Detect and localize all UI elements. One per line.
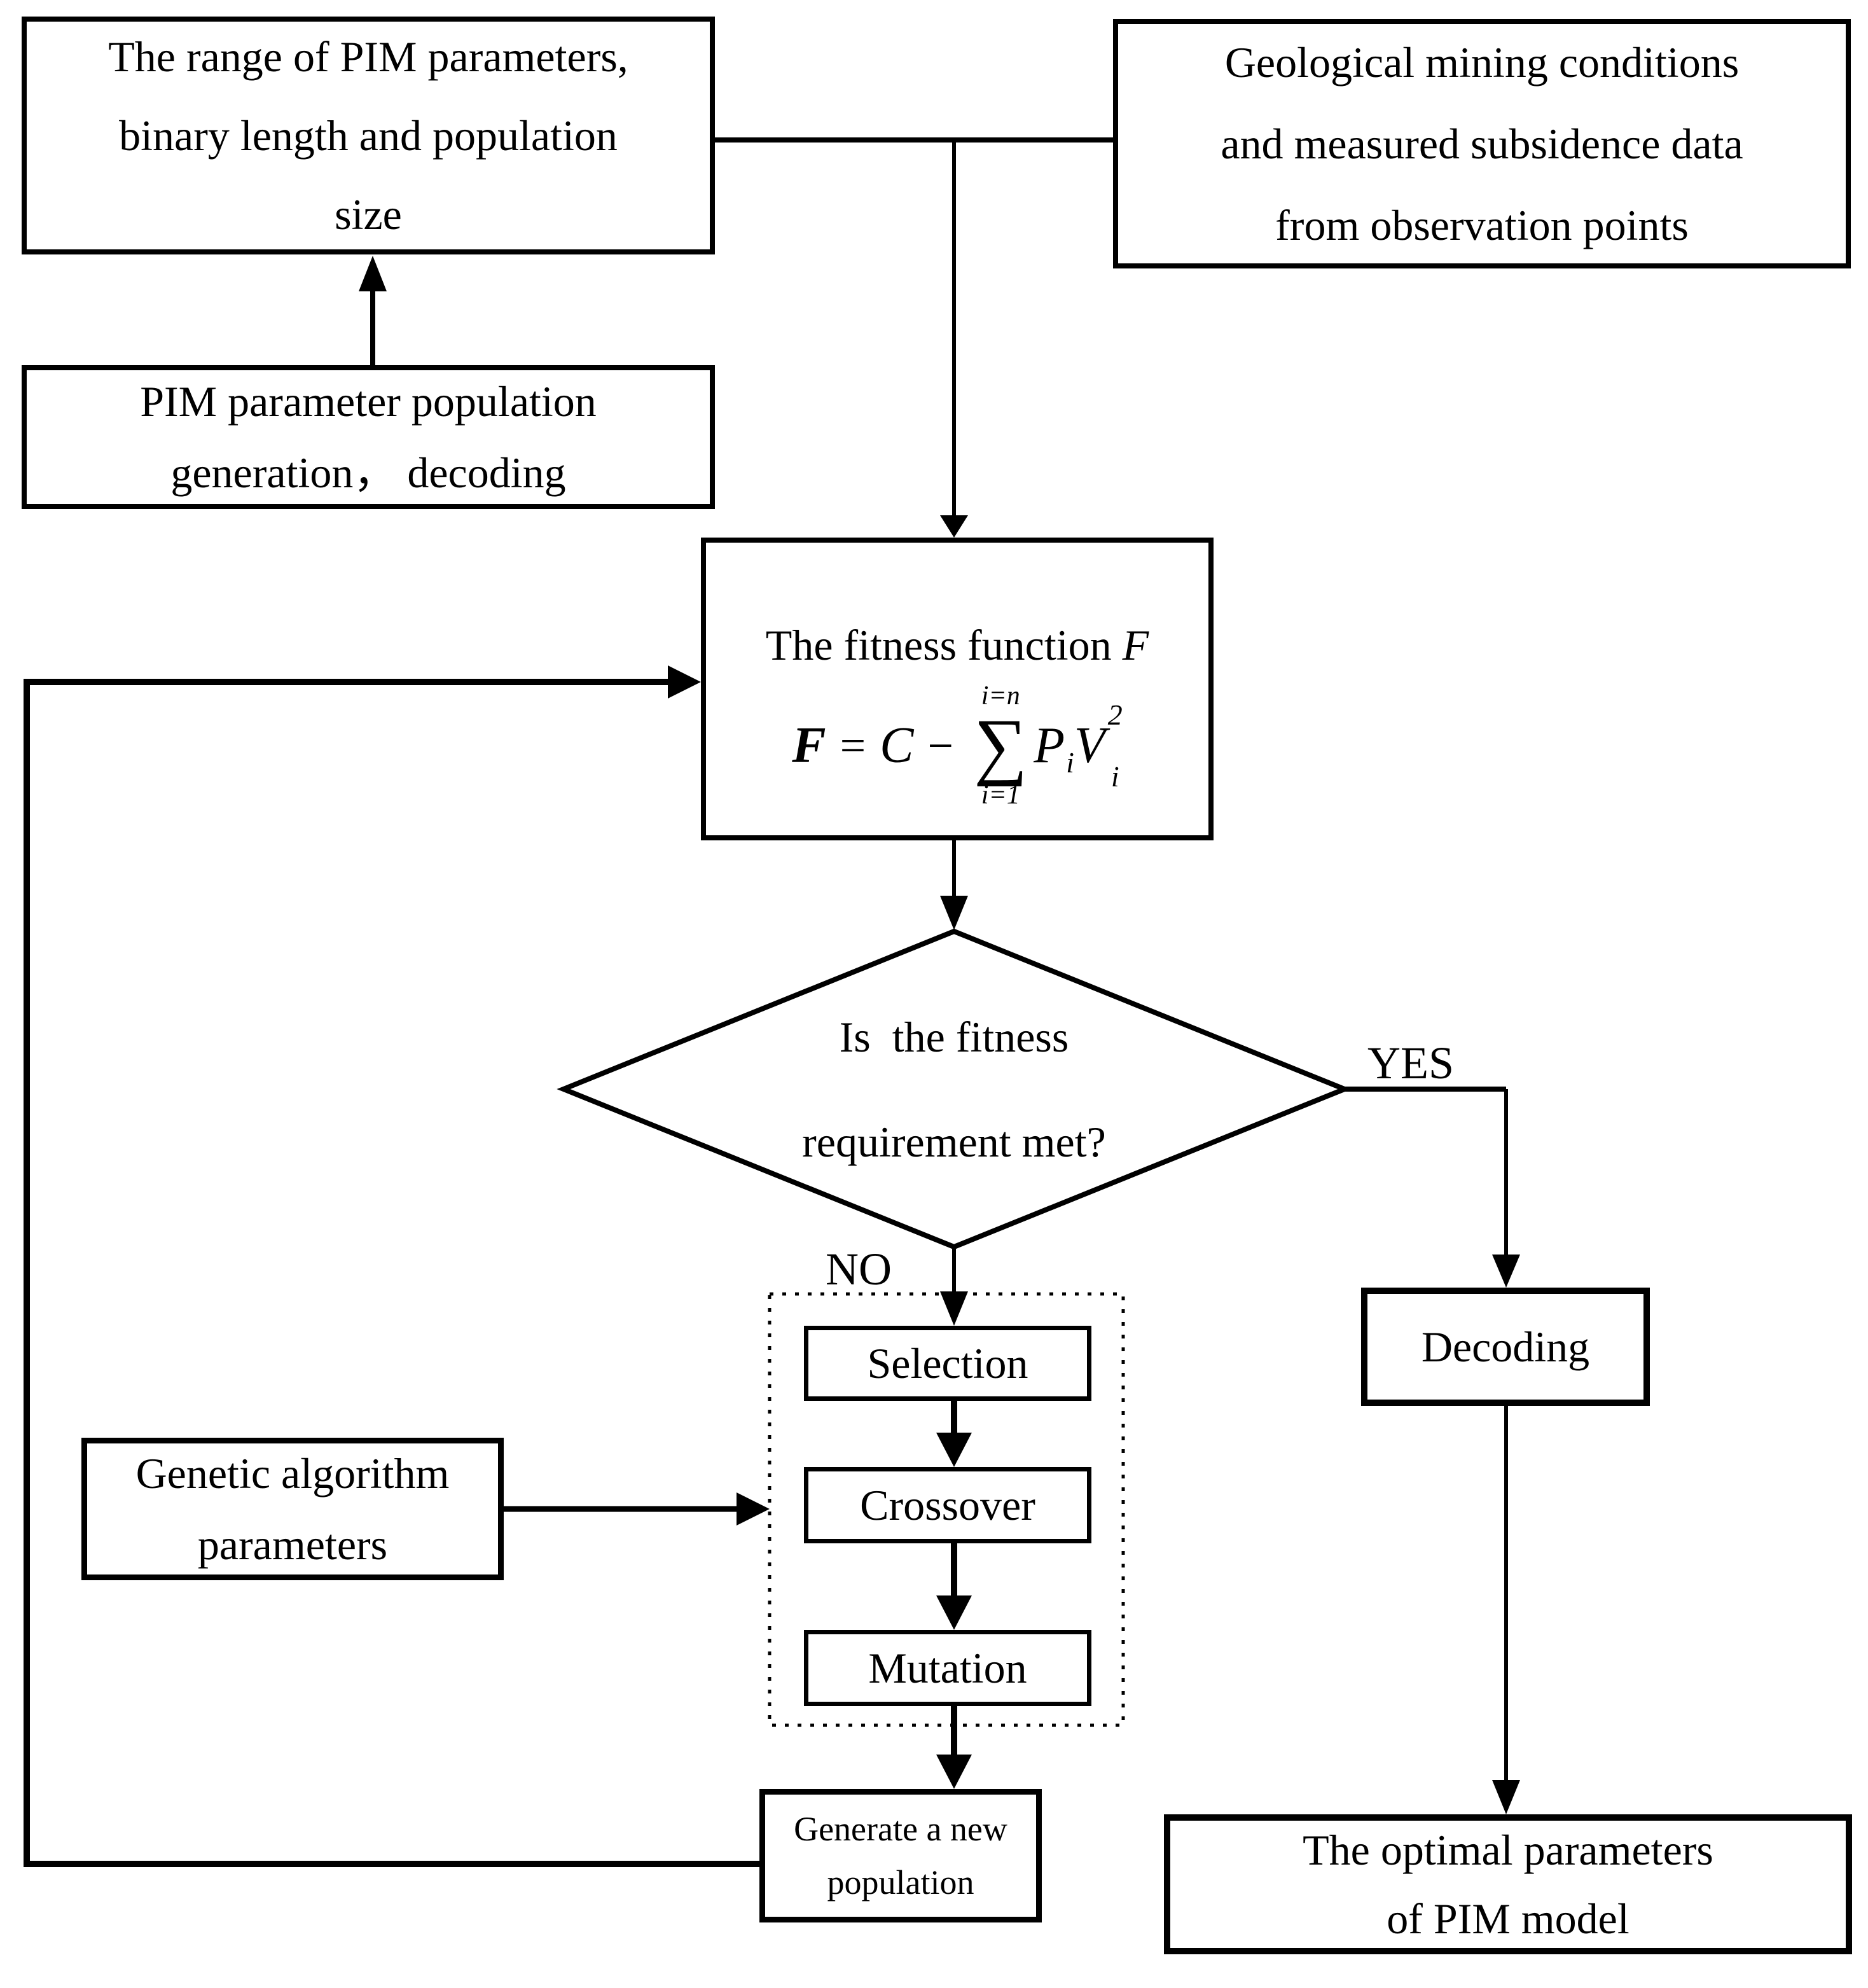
node-optimal-parameters: The optimal parameters of PIM model — [1164, 1814, 1852, 1954]
node-pim-range: The range of PIM parameters, binary leng… — [22, 17, 715, 254]
formula-equals: = — [840, 719, 866, 771]
decision-question: Is the fitness requirement met? — [636, 985, 1272, 1195]
decision-line1: Is the fitness — [839, 1013, 1069, 1061]
arrowhead-into-decoding — [1492, 1255, 1520, 1288]
arrowhead-into-decision — [940, 896, 968, 930]
arrowhead-into-optimal — [1492, 1780, 1520, 1814]
connector-feedback-loop — [24, 679, 759, 1867]
arrowhead-into-crossover — [936, 1433, 972, 1467]
pim-generation-line2: generation， decoding — [170, 448, 566, 497]
selection-label: Selection — [867, 1338, 1028, 1387]
pim-range-line2: binary length and population — [119, 111, 618, 160]
node-mutation: Mutation — [804, 1630, 1091, 1706]
arrowhead-into-operators — [737, 1492, 770, 1526]
arrowhead-into-fitness-top — [940, 515, 968, 538]
sum-upper-limit: i=n — [981, 681, 1020, 711]
arrowhead-into-generate — [936, 1755, 972, 1789]
pim-range-line3: size — [335, 190, 402, 239]
yes-text: YES — [1367, 1037, 1455, 1088]
node-fitness-function: The fitness function F F = C − i=n ∑ i=1… — [701, 538, 1214, 840]
no-text: NO — [826, 1243, 892, 1295]
node-selection: Selection — [804, 1326, 1091, 1401]
label-no: NO — [789, 1241, 929, 1298]
fitness-title-text: The fitness function — [765, 621, 1123, 669]
geological-line2: and measured subsidence data — [1221, 120, 1743, 168]
sum-lower-limit: i=1 — [981, 781, 1020, 810]
formula-v-term: V 2 i — [1074, 698, 1123, 793]
arrowhead-feedback-into-fitness — [668, 665, 701, 699]
node-decoding: Decoding — [1361, 1288, 1650, 1406]
crossover-label: Crossover — [860, 1480, 1035, 1529]
fitness-title-var: F — [1122, 621, 1149, 669]
mutation-label: Mutation — [868, 1643, 1027, 1692]
formula-v-subscript: i — [1110, 760, 1119, 793]
arrowhead-into-selection — [940, 1291, 968, 1326]
node-genetic-parameters: Genetic algorithm parameters — [81, 1438, 504, 1580]
pim-generation-line1: PIM parameter population — [140, 377, 597, 426]
formula-v: V — [1074, 717, 1105, 774]
arrowhead-into-mutation — [936, 1595, 972, 1630]
pim-range-line1: The range of PIM parameters, — [108, 32, 628, 81]
formula-sum: i=n ∑ i=1 — [974, 681, 1027, 810]
fitness-formula: F = C − i=n ∑ i=1 P i V 2 i — [792, 681, 1123, 810]
label-yes: YES — [1341, 1034, 1481, 1092]
formula-v-superscript: 2 — [1107, 699, 1123, 731]
optimal-line1: The optimal parameters — [1303, 1826, 1713, 1874]
decoding-label: Decoding — [1421, 1322, 1590, 1371]
formula-p: P — [1034, 717, 1065, 774]
formula-p-term: P i — [1034, 712, 1074, 779]
node-crossover: Crossover — [804, 1467, 1091, 1543]
node-geological-conditions: Geological mining conditions and measure… — [1113, 19, 1851, 268]
geological-line1: Geological mining conditions — [1224, 38, 1740, 87]
formula-minus: − — [927, 719, 954, 771]
generate-line2: population — [827, 1863, 974, 1901]
generate-line1: Generate a new — [794, 1810, 1007, 1848]
formula-v-scripts: 2 i — [1108, 698, 1123, 793]
node-generate-population: Generate a new population — [759, 1789, 1042, 1922]
geological-line3: from observation points — [1275, 201, 1689, 249]
decision-line2: requirement met? — [802, 1118, 1106, 1166]
node-pim-generation: PIM parameter population generation， dec… — [22, 365, 715, 509]
arrowhead-generation-to-range — [359, 256, 387, 291]
fitness-title: The fitness function F — [766, 618, 1149, 672]
sigma-icon: ∑ — [974, 704, 1028, 787]
optimal-line2: of PIM model — [1387, 1894, 1629, 1943]
genetic-line2: parameters — [197, 1520, 388, 1569]
formula-p-subscript: i — [1066, 746, 1074, 779]
genetic-line1: Genetic algorithm — [135, 1449, 450, 1498]
formula-constant-c: C — [880, 717, 914, 774]
formula-lhs: F — [792, 717, 826, 774]
